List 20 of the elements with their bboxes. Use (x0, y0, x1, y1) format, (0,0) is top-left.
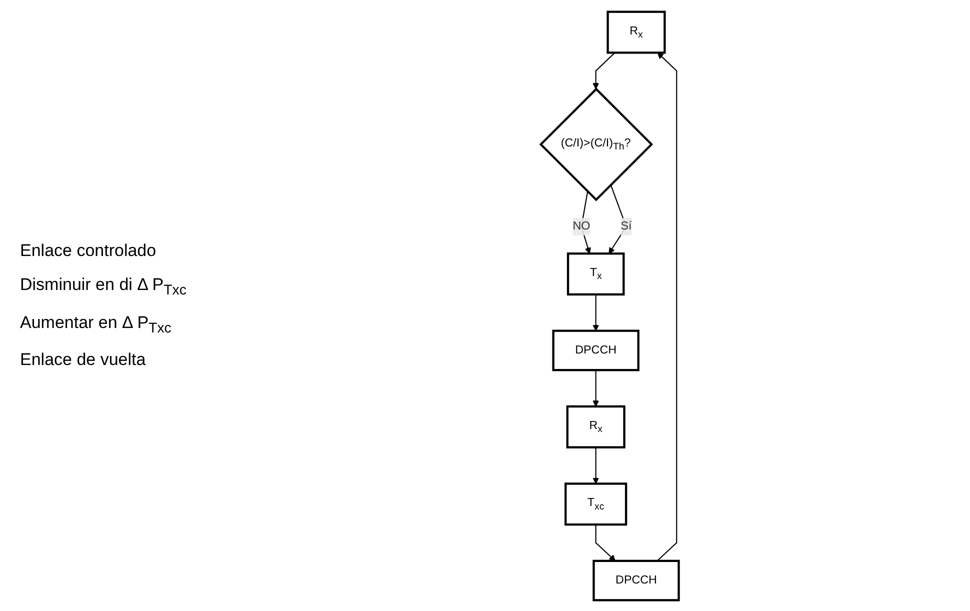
note-text: Enlace de vuelta (20, 350, 147, 370)
arrow (592, 294, 600, 331)
note-text: Enlace controlado (20, 241, 158, 262)
arrow (581, 190, 592, 254)
node-box: T$_{xc}$ (564, 482, 628, 526)
node-box: R$_{x}$ (606, 10, 666, 54)
note-text: Disminuir en di Δ P$_{Txc}$ (20, 275, 188, 298)
node-box: DPCCH (592, 559, 680, 601)
node-box: R$_{x}$ (566, 404, 626, 448)
node-box: DPCCH (552, 329, 640, 371)
arrow (592, 52, 616, 89)
node-box: T$_{x}$ (567, 252, 625, 296)
node-diamond: (C/I)>(C/I)$_{Th}$? (540, 87, 654, 201)
arrow (592, 370, 600, 406)
note-text: Aumentar en Δ P$_{Txc}$ (20, 312, 172, 336)
arrow (595, 524, 616, 561)
arrow (657, 52, 678, 561)
edge-label: NO (572, 220, 590, 232)
edge-label: Sí (620, 220, 632, 232)
arrow (592, 446, 600, 484)
